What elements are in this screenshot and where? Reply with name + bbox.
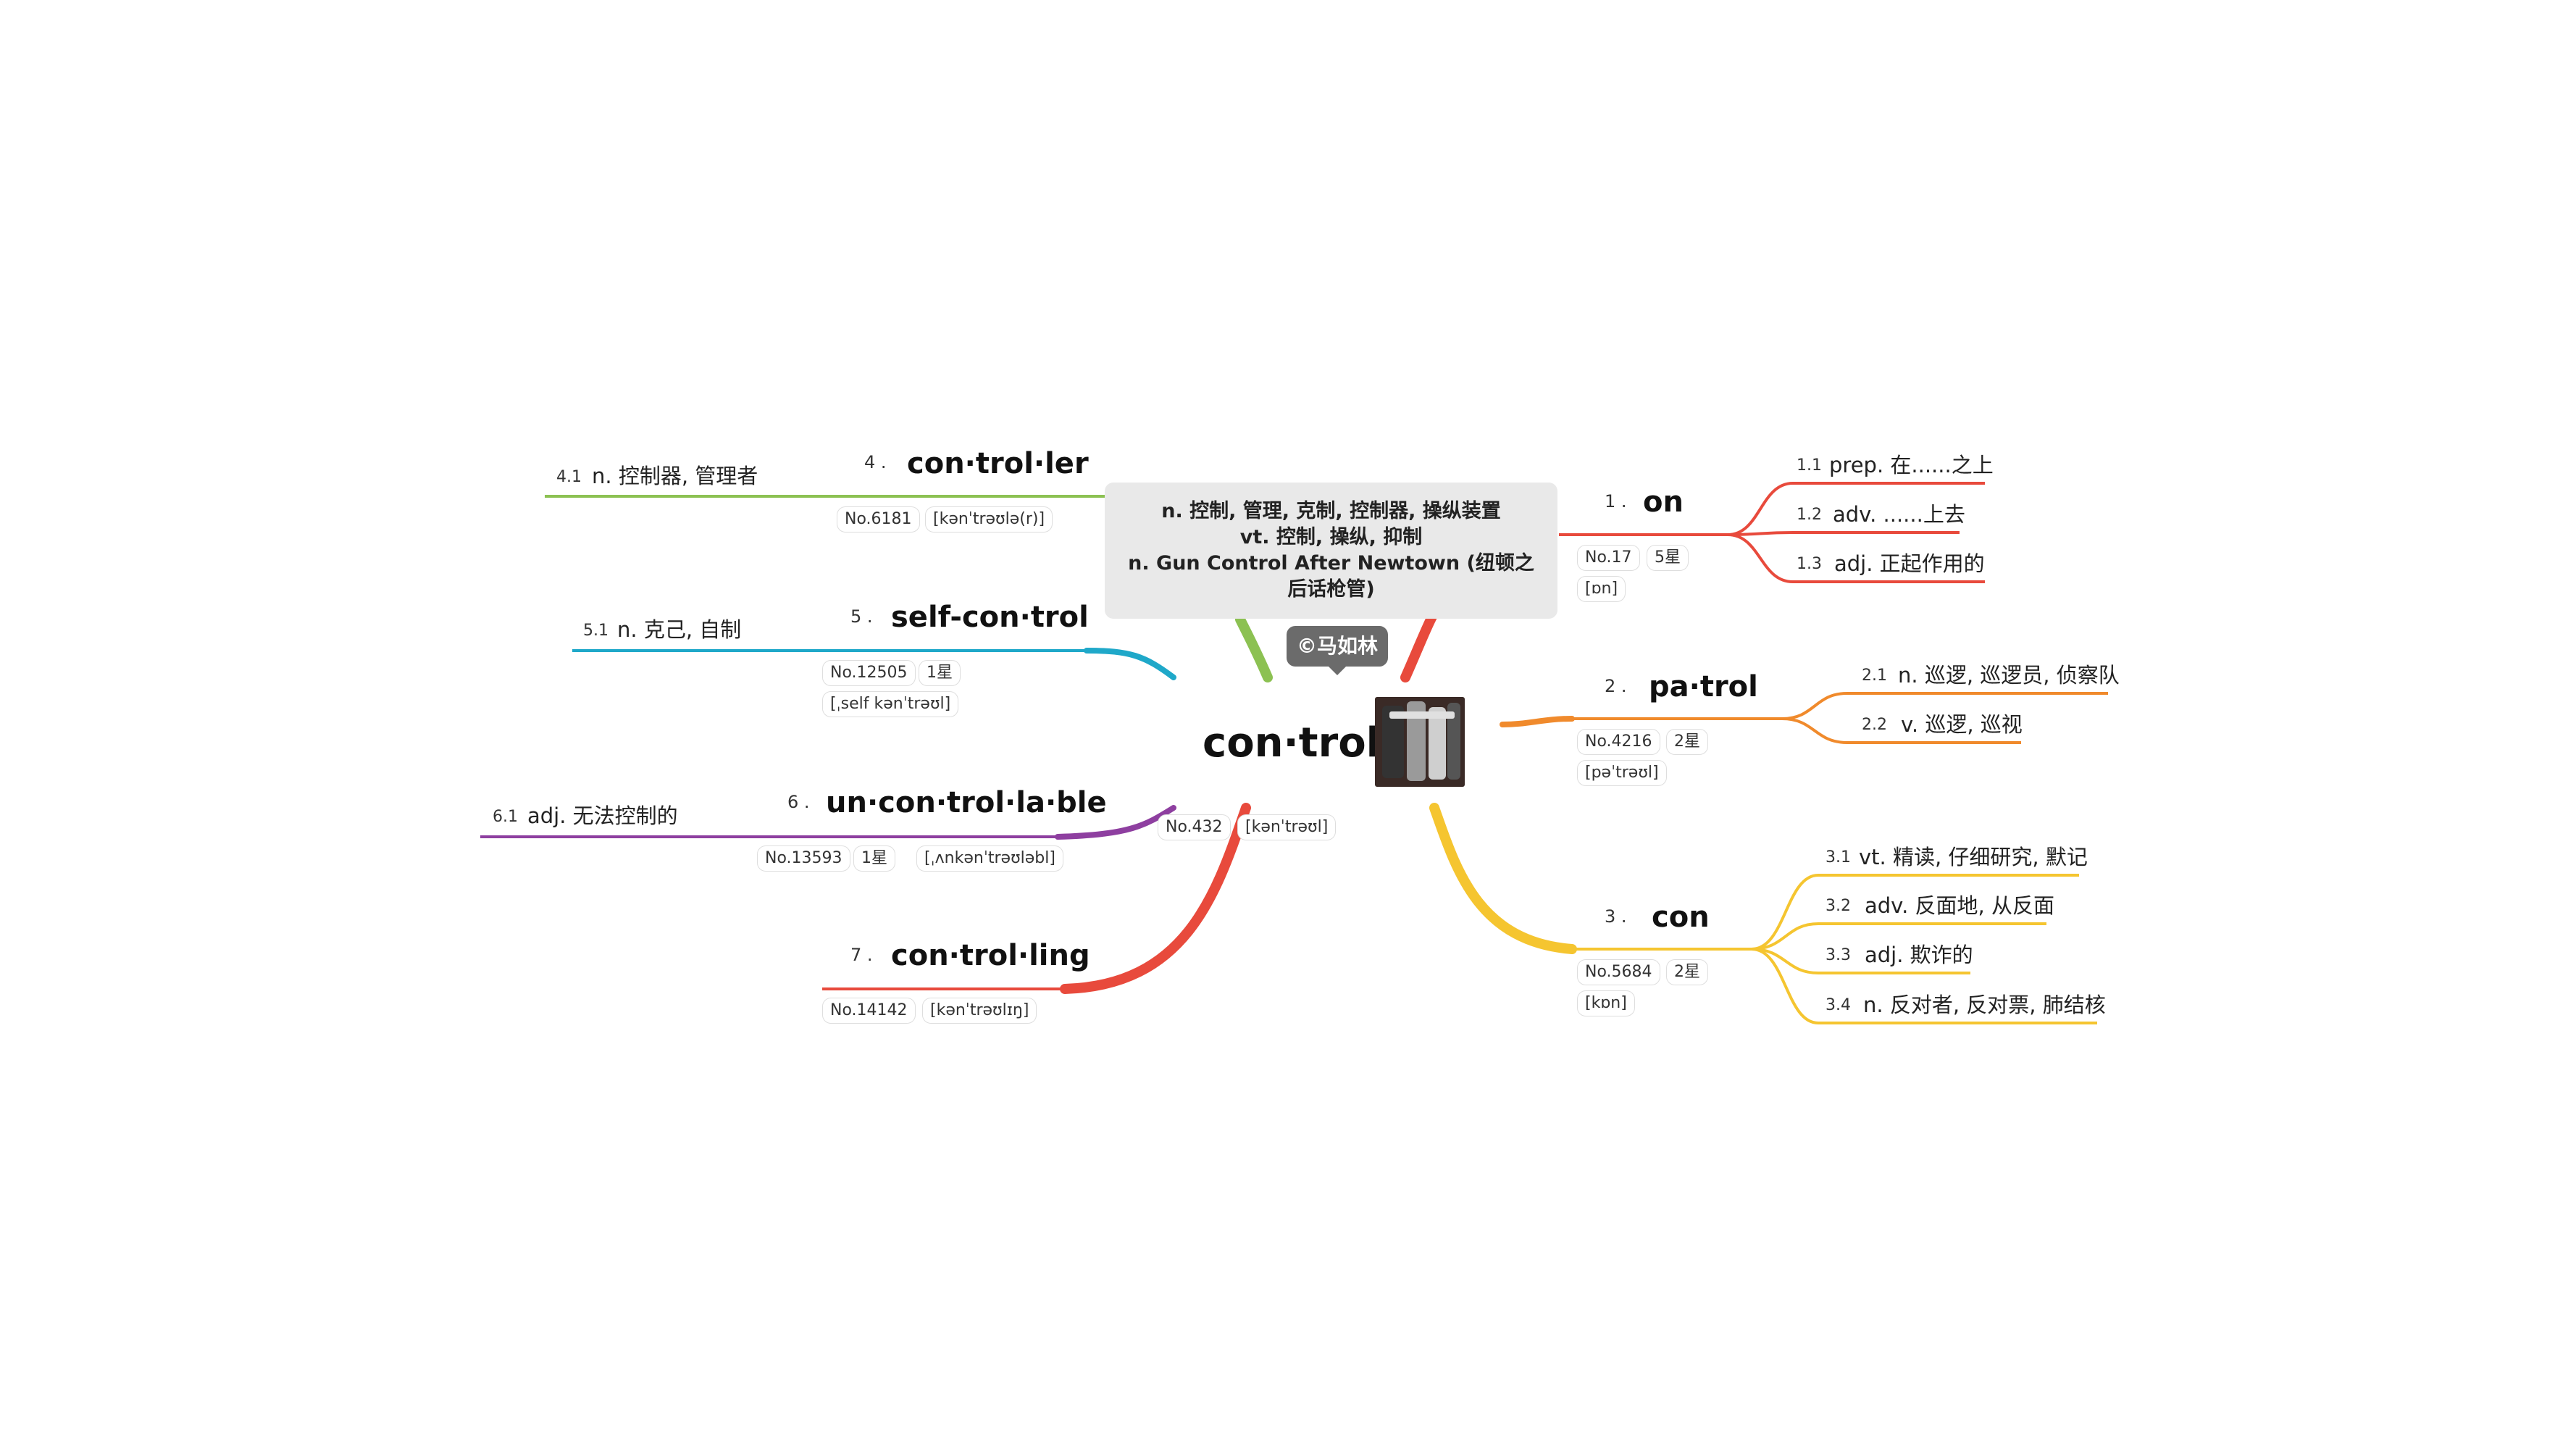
connector-b3-s3 <box>1751 948 1970 974</box>
sense-1-2-number: 1.2 <box>1797 506 1822 524</box>
branch-2-index: 2 . <box>1605 676 1627 696</box>
connector-b3-main <box>1429 803 1577 954</box>
branch-7-rank: No.14142 <box>822 998 916 1024</box>
sense-3-3-text[interactable]: adj. 欺诈的 <box>1865 943 1973 967</box>
branch-4-phonetic: [kənˈtrəʊlə(r)] <box>925 506 1053 533</box>
central-definition-1: n. 控制, 管理, 克制, 控制器, 操纵装置 <box>1161 500 1501 522</box>
connector-b1-s2 <box>1727 531 1960 536</box>
branch-1-phonetic: [ɒn] <box>1577 576 1626 602</box>
remote-controls-image <box>1375 697 1465 787</box>
connector-b6-main <box>1055 805 1176 840</box>
connector-b4-main <box>1235 614 1273 682</box>
connector-b3-s4 <box>1751 948 2097 1024</box>
sense-1-3-number: 1.3 <box>1797 555 1822 573</box>
branch-2-rank: No.4216 <box>1577 729 1660 755</box>
branch-5-word[interactable]: self-con·trol <box>891 601 1089 634</box>
sense-2-1-text[interactable]: n. 巡逻, 巡逻员, 侦察队 <box>1898 663 2120 688</box>
branch-3-stars: 2星 <box>1666 959 1708 985</box>
branch-6-rank: No.13593 <box>757 845 850 872</box>
sense-2-2-number: 2.2 <box>1862 716 1887 734</box>
branch-3-word[interactable]: con <box>1652 901 1710 934</box>
central-word[interactable]: con·trol <box>1203 719 1380 767</box>
connector-b2-main <box>1500 716 1575 727</box>
sense-1-2-text[interactable]: adv. ......上去 <box>1833 502 1965 527</box>
connector-b3-s2 <box>1751 922 2046 951</box>
branch-2-stars: 2星 <box>1666 729 1708 755</box>
sense-4-1-text[interactable]: n. 控制器, 管理者 <box>592 464 758 488</box>
branch-6-stars: 1星 <box>853 845 895 872</box>
sense-3-4-number: 3.4 <box>1826 996 1851 1014</box>
central-rank: No.432 <box>1158 814 1231 840</box>
connector-b3-s1 <box>1751 874 2079 951</box>
branch-5-index: 5 . <box>850 606 873 627</box>
branch-4-index: 4 . <box>864 452 887 472</box>
sense-1-1-number: 1.1 <box>1797 456 1822 475</box>
branch-5-stars: 1星 <box>919 660 961 686</box>
branch-1-word[interactable]: on <box>1643 485 1684 519</box>
sense-5-1-number: 5.1 <box>583 622 609 640</box>
sense-2-1-number: 2.1 <box>1862 667 1887 685</box>
connector-b5-main <box>1084 648 1176 680</box>
sense-1-1-text[interactable]: prep. 在......之上 <box>1829 453 1994 477</box>
branch-4-word[interactable]: con·trol·ler <box>907 447 1089 480</box>
sense-2-2-text[interactable]: v. 巡逻, 巡视 <box>1901 712 2023 737</box>
branch-7-word[interactable]: con·trol·ling <box>891 939 1090 972</box>
sense-3-3-number: 3.3 <box>1826 946 1851 964</box>
author-label: ©马如林 <box>1287 626 1389 675</box>
branch-2-word[interactable]: pa·trol <box>1649 670 1758 703</box>
central-phonetic: [kənˈtrəʊl] <box>1237 814 1337 840</box>
sense-3-1-text[interactable]: vt. 精读, 仔细研究, 默记 <box>1859 845 2088 869</box>
branch-3-index: 3 . <box>1605 906 1627 927</box>
branch-6-phonetic: [ˌʌnkənˈtrəʊləbl] <box>916 845 1063 872</box>
sense-6-1-number: 6.1 <box>493 808 518 826</box>
sense-6-1-text[interactable]: adj. 无法控制的 <box>527 803 678 828</box>
branch-1-rank: No.17 <box>1577 545 1640 571</box>
connector-b2-s2 <box>1781 717 2021 744</box>
central-definition-3: n. Gun Control After Newtown (纽顿之后话枪管) <box>1128 551 1534 601</box>
sense-3-4-text[interactable]: n. 反对者, 反对票, 肺结核 <box>1863 993 2106 1017</box>
branch-1-stars: 5星 <box>1647 545 1689 571</box>
connector-b1-s1 <box>1727 482 1985 536</box>
connector-b1-s3 <box>1727 533 1985 583</box>
sense-3-1-number: 3.1 <box>1826 848 1851 867</box>
central-definition-2: vt. 控制, 操纵, 抑制 <box>1239 525 1423 548</box>
branch-5-rank: No.12505 <box>822 660 916 686</box>
branch-5-phonetic: [ˌself kənˈtrəʊl] <box>822 691 959 717</box>
branch-6-index: 6 . <box>787 792 810 812</box>
branch-6-word[interactable]: un·con·trol·la·ble <box>826 786 1107 819</box>
branch-2-phonetic: [pəˈtrəʊl] <box>1577 760 1667 786</box>
branch-3-phonetic: [kɒn] <box>1577 990 1635 1016</box>
sense-5-1-text[interactable]: n. 克己, 自制 <box>617 617 742 642</box>
branch-1-index: 1 . <box>1605 491 1627 511</box>
sense-3-2-text[interactable]: adv. 反面地, 从反面 <box>1865 893 2054 918</box>
sense-1-3-text[interactable]: adj. 正起作用的 <box>1834 551 1985 576</box>
sense-3-2-number: 3.2 <box>1826 897 1851 915</box>
connector-b7-main <box>1060 803 1251 994</box>
central-definitions-box: n. 控制, 管理, 克制, 控制器, 操纵装置 vt. 控制, 操纵, 抑制 … <box>1105 483 1557 619</box>
branch-7-phonetic: [kənˈtrəʊlɪŋ] <box>922 998 1037 1024</box>
connector-b2-s1 <box>1781 692 2108 720</box>
branch-7-index: 7 . <box>850 945 873 965</box>
sense-4-1-number: 4.1 <box>556 468 582 486</box>
branch-4-rank: No.6181 <box>837 506 920 533</box>
branch-3-rank: No.5684 <box>1577 959 1660 985</box>
